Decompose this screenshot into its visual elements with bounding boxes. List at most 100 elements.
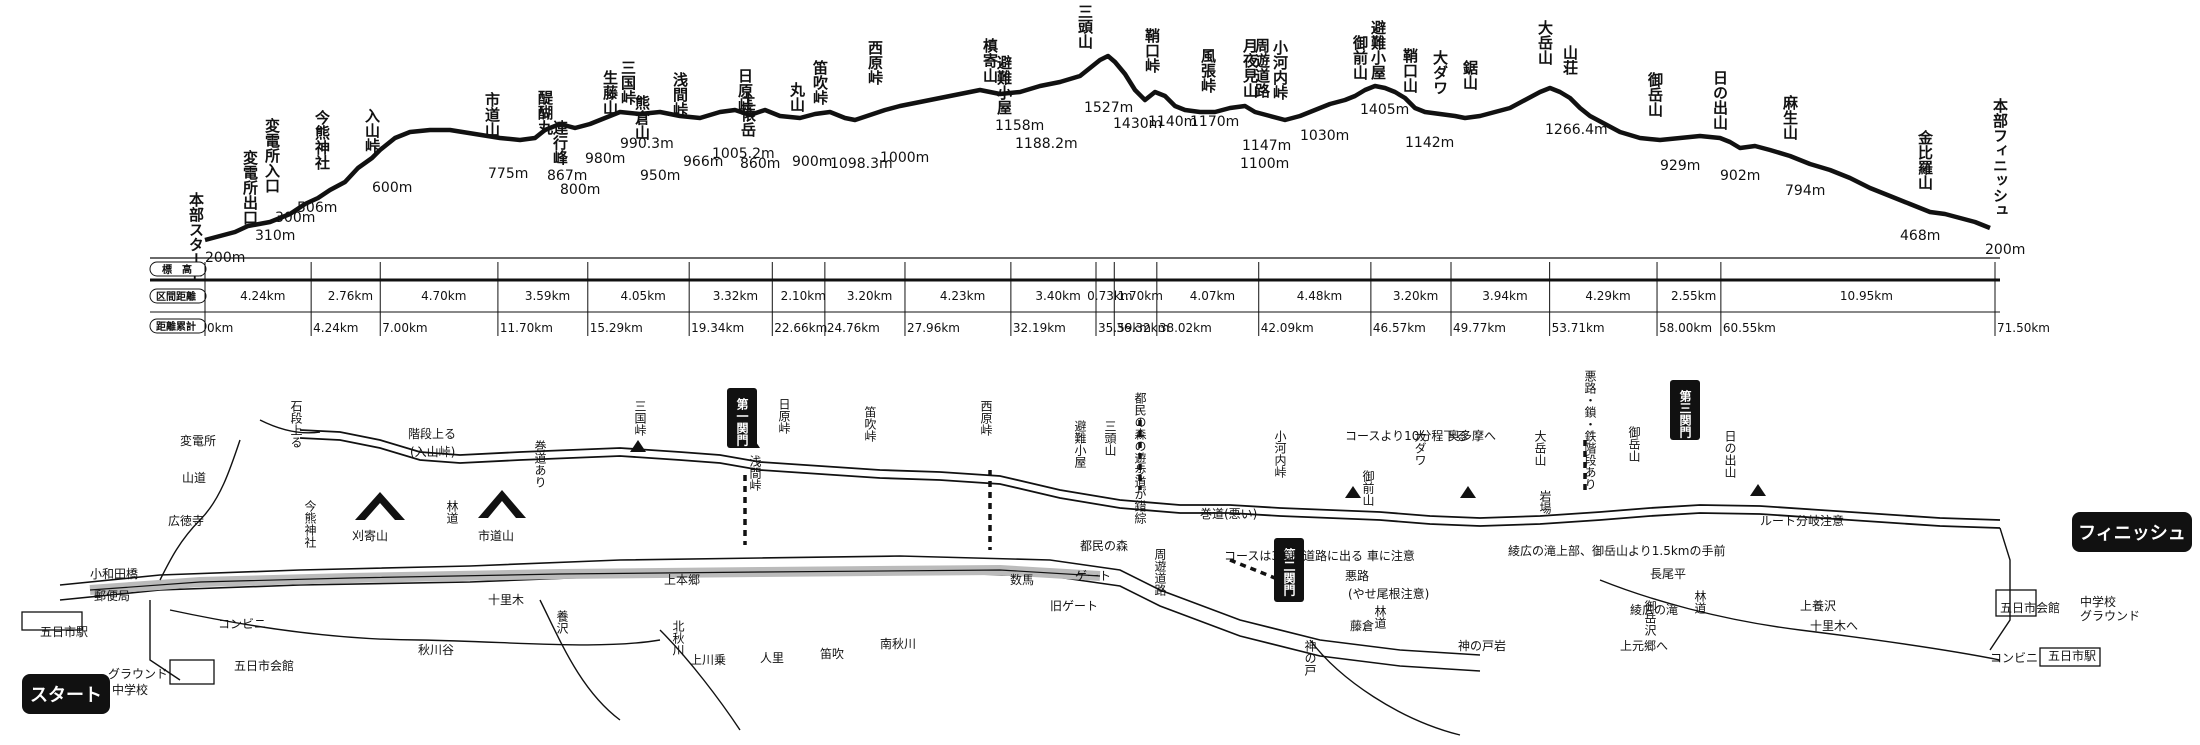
cumulative-distance: 15.29km: [590, 321, 643, 335]
map-label: 上元郷へ: [1620, 639, 1668, 653]
map-label: 上養沢: [1800, 598, 1836, 613]
map-label: (入山峠): [410, 444, 455, 459]
map-label: ゲート: [1075, 569, 1111, 583]
peak-name: 今熊神社: [313, 109, 331, 171]
peak-elevation: 950m: [640, 168, 680, 184]
section-distance: 4.70km: [421, 289, 466, 303]
section-distance: 2.76km: [328, 289, 373, 303]
peak-elevation: 1158m: [995, 118, 1044, 134]
peak-elevation: 1140m: [1148, 114, 1197, 130]
peak-name: 鋸山: [1461, 59, 1479, 91]
cumulative-distance: 7.00km: [382, 321, 427, 335]
peak-name: 日の出山: [1711, 70, 1729, 131]
peak-name: 周遊道路: [1253, 38, 1271, 98]
peak-elevation: 1147m: [1242, 138, 1291, 154]
peak-name: 風張峠: [1199, 48, 1217, 94]
section-distance: 3.32km: [713, 289, 758, 303]
map-label: 浅間峠: [748, 455, 762, 491]
cumulative-distance: 0km: [207, 321, 233, 335]
map-label: 三国峠: [633, 400, 647, 436]
map-label: 階段上る: [408, 426, 456, 441]
cumulative-distance: 27.96km: [907, 321, 960, 335]
peak-elevation: 902m: [1720, 168, 1760, 184]
map-label: 綾広の滝: [1630, 602, 1678, 617]
peak-elevation: 990.3m: [620, 136, 674, 152]
cumulative-distance: 36.32km: [1116, 321, 1169, 335]
row-headers: 標 高 区間距離 距離累計: [149, 261, 207, 334]
row-header-section: 区間距離: [156, 290, 196, 303]
peak-elevation: 860m: [740, 156, 780, 172]
section-distance: 2.55km: [1671, 289, 1716, 303]
peak-elevation: 1098.3m: [830, 156, 893, 172]
map-label: 笛吹: [820, 646, 844, 661]
map-label: コンビニ: [1990, 651, 2038, 665]
map-label: (やせ尾根注意): [1348, 586, 1429, 601]
ridge-trail: [299, 429, 2001, 529]
peak-name: 熊倉山: [633, 94, 651, 141]
peak-elevation: 1405m: [1360, 102, 1409, 118]
peak-name: 変電所出口: [241, 149, 259, 225]
map-label: 藤倉: [1350, 618, 1374, 633]
map-label: 養沢: [555, 609, 569, 635]
peak-elevation: 1030m: [1300, 128, 1349, 144]
section-distance: 0.73km: [1087, 289, 1132, 303]
cumulative-distance: 58.00km: [1659, 321, 1712, 335]
peak-name: 三国峠: [619, 60, 637, 106]
map-label: 長尾平: [1650, 567, 1686, 581]
map-label: 変電所: [180, 433, 216, 448]
map-label: 旧ゲート: [1050, 599, 1098, 613]
town-blocks: [21, 589, 2101, 685]
cumulative-distance: 42.09km: [1261, 321, 1314, 335]
peak-elevation: 1527m: [1084, 100, 1133, 116]
peak-name: 土俵岳: [739, 91, 757, 138]
map-label: 避難小屋: [1073, 420, 1087, 469]
map-label: 市道山: [478, 528, 514, 543]
map-label: 北秋川: [671, 620, 685, 656]
peak-elevation: 506m: [297, 200, 337, 216]
map-label: 上本郷: [664, 573, 700, 587]
peak-name: 金比羅山: [1916, 129, 1934, 191]
peak-name: 日原峠: [736, 68, 754, 114]
map-label: 大岳山: [1533, 430, 1547, 466]
peak-name: 小河内峠: [1271, 40, 1289, 101]
map-label: 巻道(悪い): [1200, 507, 1257, 521]
map-label: 神の戸岩: [1458, 638, 1506, 653]
cumulative-distance: 46.57km: [1373, 321, 1426, 335]
map-label: 郵便局: [94, 589, 130, 603]
peak-elevation: 1142m: [1405, 135, 1454, 151]
map-label: 林道: [445, 500, 459, 524]
rivers: [169, 579, 2001, 736]
peak-name: 槙寄山: [981, 37, 999, 84]
svg-text:第二関門: 第二関門: [1282, 547, 1296, 597]
map-label: 神の戸: [1303, 640, 1317, 677]
section-distance: 4.29km: [1585, 289, 1630, 303]
peak-elevation: 929m: [1660, 158, 1700, 174]
peak-name: 避難小屋: [1369, 19, 1387, 81]
map-label: 五日市会館: [2000, 600, 2060, 615]
map-label: コンビニ: [218, 617, 266, 631]
cumulative-distance: 53.71km: [1552, 321, 1605, 335]
peak-elevation: 468m: [1900, 228, 1940, 244]
peak-name: 笛吹峠: [811, 59, 829, 106]
peak-elevation: 794m: [1785, 183, 1825, 199]
peak-name: 大ダワ: [1431, 49, 1449, 95]
checkpoint-2: 第二関門: [1274, 538, 1304, 602]
map-label: 悪路・鎖・鉄階段あり: [1583, 370, 1597, 490]
map-label: 林道: [1373, 605, 1387, 629]
peak-elevation: 600m: [372, 180, 412, 196]
row-header-elevation: 標 高: [162, 263, 192, 276]
cumulative-distance: 24.76km: [827, 321, 880, 335]
map-label: 小河内峠: [1273, 430, 1287, 478]
peak-elevation: 966m: [683, 154, 723, 170]
elevation-profile: 本部スタート 200m 本部フィニッシュ 200m 変電所出口310m変電所入口…: [187, 4, 2025, 282]
peak-elevation: 300m: [275, 210, 315, 226]
peak-name: 市道山: [483, 91, 501, 138]
map-label: 日の出山: [1723, 430, 1737, 478]
section-distance: 3.40km: [1035, 289, 1080, 303]
map-label: 五日市会館: [234, 658, 294, 673]
map-label: 山道: [182, 471, 206, 485]
map-label: 人里: [760, 651, 784, 665]
row-header-cumulative: 距離累計: [156, 320, 196, 333]
